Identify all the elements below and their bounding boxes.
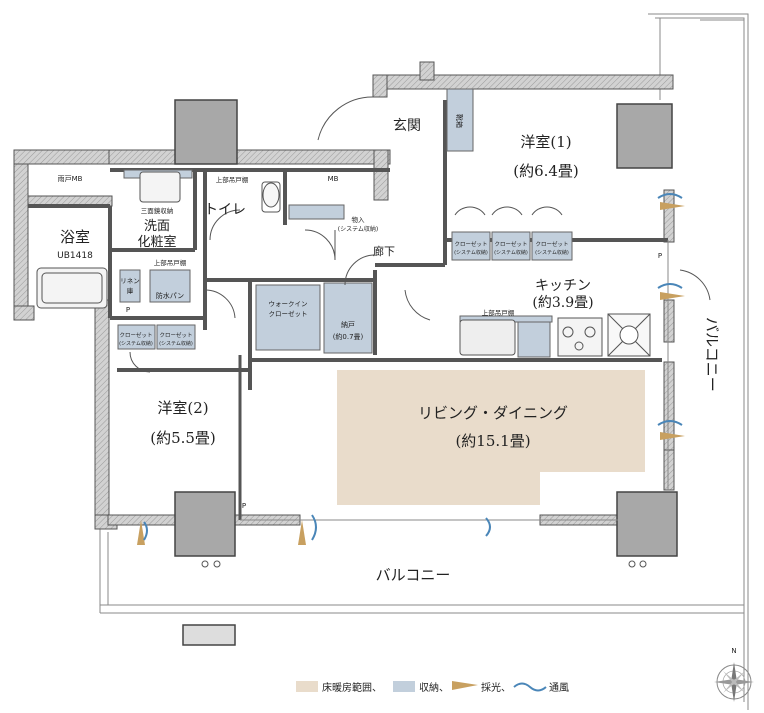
wind-icon bbox=[657, 420, 683, 426]
western2-name: 洋室(2) bbox=[157, 399, 208, 417]
light-markers bbox=[137, 202, 685, 545]
living-size: (約15.1畳) bbox=[455, 432, 530, 450]
kitchen-size: (約3.9畳) bbox=[532, 295, 593, 311]
legend-floor-heating-swatch bbox=[296, 681, 318, 692]
p-label: P bbox=[242, 502, 246, 510]
floor-heating-area bbox=[337, 370, 645, 505]
legend-ventilation-label: 通風 bbox=[549, 682, 569, 694]
light-icon bbox=[298, 520, 306, 545]
walkin-label-1: ウォークイン bbox=[269, 300, 308, 308]
legend-light-label: 採光、 bbox=[481, 681, 511, 694]
bathtub bbox=[36, 267, 108, 309]
light-icon bbox=[660, 432, 685, 440]
legend-storage-swatch bbox=[393, 681, 415, 692]
western2-size: (約5.5畳) bbox=[150, 429, 216, 447]
washroom-name-1: 洗面 bbox=[144, 219, 170, 234]
waterproof-pan-label: 防水パン bbox=[156, 291, 184, 300]
balcony-east-name: バルコニー bbox=[703, 317, 721, 392]
p-label: P bbox=[658, 252, 662, 260]
nando-label-2: (約0.7畳) bbox=[333, 332, 364, 341]
kitchen-sink bbox=[459, 319, 516, 356]
light-icon bbox=[660, 292, 685, 300]
balcony-outline bbox=[99, 13, 749, 710]
mb-left-label: 雨戸MB bbox=[58, 175, 83, 183]
compass: N bbox=[714, 647, 754, 702]
balcony-south-name: バルコニー bbox=[376, 566, 451, 584]
legend-floor-heating-label: 床暖房範囲、 bbox=[322, 681, 382, 694]
closet-label: クローゼット bbox=[454, 240, 487, 248]
wind-icon bbox=[143, 521, 148, 541]
corridor-name: 廊下 bbox=[373, 244, 395, 258]
storage-areas bbox=[117, 88, 573, 358]
living-name: リビング・ダイニング bbox=[418, 404, 568, 422]
light-icon bbox=[137, 520, 145, 545]
p-label: P bbox=[126, 306, 130, 314]
western1-size: (約6.4畳) bbox=[513, 162, 579, 180]
structural-columns bbox=[174, 99, 678, 646]
wind-icon bbox=[311, 514, 317, 541]
closet-label-sub: (システム収納) bbox=[159, 340, 193, 347]
light-icon bbox=[452, 681, 478, 690]
legend-storage-label: 収納、 bbox=[419, 681, 449, 694]
entrance-name: 玄関 bbox=[393, 117, 421, 134]
compass-north-label: N bbox=[731, 647, 736, 655]
upper-cabinet-toilet-label: 上部吊戸棚 bbox=[216, 175, 249, 184]
wind-icon bbox=[657, 283, 683, 289]
closet-label: クローゼット bbox=[535, 240, 568, 248]
nando-label-1: 納戸 bbox=[341, 320, 355, 329]
small-labels: 雨戸MB MB 靴箱 上部吊戸棚 三面鏡収納 物入 (システム収納) 上部吊戸棚… bbox=[58, 114, 663, 510]
bath-model: UB1418 bbox=[57, 251, 93, 261]
closet-label-sub: (システム収納) bbox=[119, 340, 153, 347]
storage-label-1: 物入 bbox=[352, 215, 366, 224]
kitchen-name: キッチン bbox=[535, 278, 591, 294]
upper-cabinet-wash-label: 上部吊戸棚 bbox=[154, 258, 187, 267]
wash-basin bbox=[139, 171, 181, 203]
mb-right-label: MB bbox=[328, 175, 339, 183]
legend: 床暖房範囲、 収納、 採光、 通風 bbox=[296, 681, 569, 694]
room-labels: 洋室(1) (約6.4畳) 洋室(2) (約5.5畳) キッチン (約3.9畳)… bbox=[57, 117, 721, 584]
closet-label: クローゼット bbox=[159, 331, 192, 339]
wind-icon bbox=[485, 517, 491, 537]
fixtures bbox=[36, 96, 711, 568]
walkin-label-2: クローゼット bbox=[269, 309, 308, 318]
bath-name: 浴室 bbox=[60, 228, 90, 246]
closet-label-sub: (システム収納) bbox=[535, 249, 569, 256]
light-icon bbox=[660, 202, 685, 210]
shoe-label: 靴箱 bbox=[455, 114, 464, 128]
linen-label-1: リネン bbox=[120, 277, 140, 285]
wind-icon bbox=[657, 193, 683, 199]
closet-label: クローゼット bbox=[494, 240, 527, 248]
toilet-fixture bbox=[261, 181, 281, 213]
toilet-name: トイレ bbox=[204, 202, 246, 218]
western1-name: 洋室(1) bbox=[520, 133, 571, 151]
washroom-name-2: 化粧室 bbox=[137, 234, 176, 250]
wind-markers bbox=[143, 193, 683, 541]
storage-label-2: (システム収納) bbox=[338, 225, 379, 233]
linen-label-2: 庫 bbox=[127, 286, 134, 295]
closet-label-sub: (システム収納) bbox=[454, 249, 488, 256]
closet-label-sub: (システム収納) bbox=[494, 249, 528, 256]
entrance-door bbox=[317, 96, 375, 141]
closet-label: クローゼット bbox=[119, 331, 152, 339]
three-mirror-label: 三面鏡収納 bbox=[141, 206, 174, 215]
exterior-walls bbox=[13, 61, 675, 530]
wind-icon bbox=[513, 682, 547, 692]
upper-cabinet-kitchen-label: 上部吊戸棚 bbox=[482, 308, 515, 317]
